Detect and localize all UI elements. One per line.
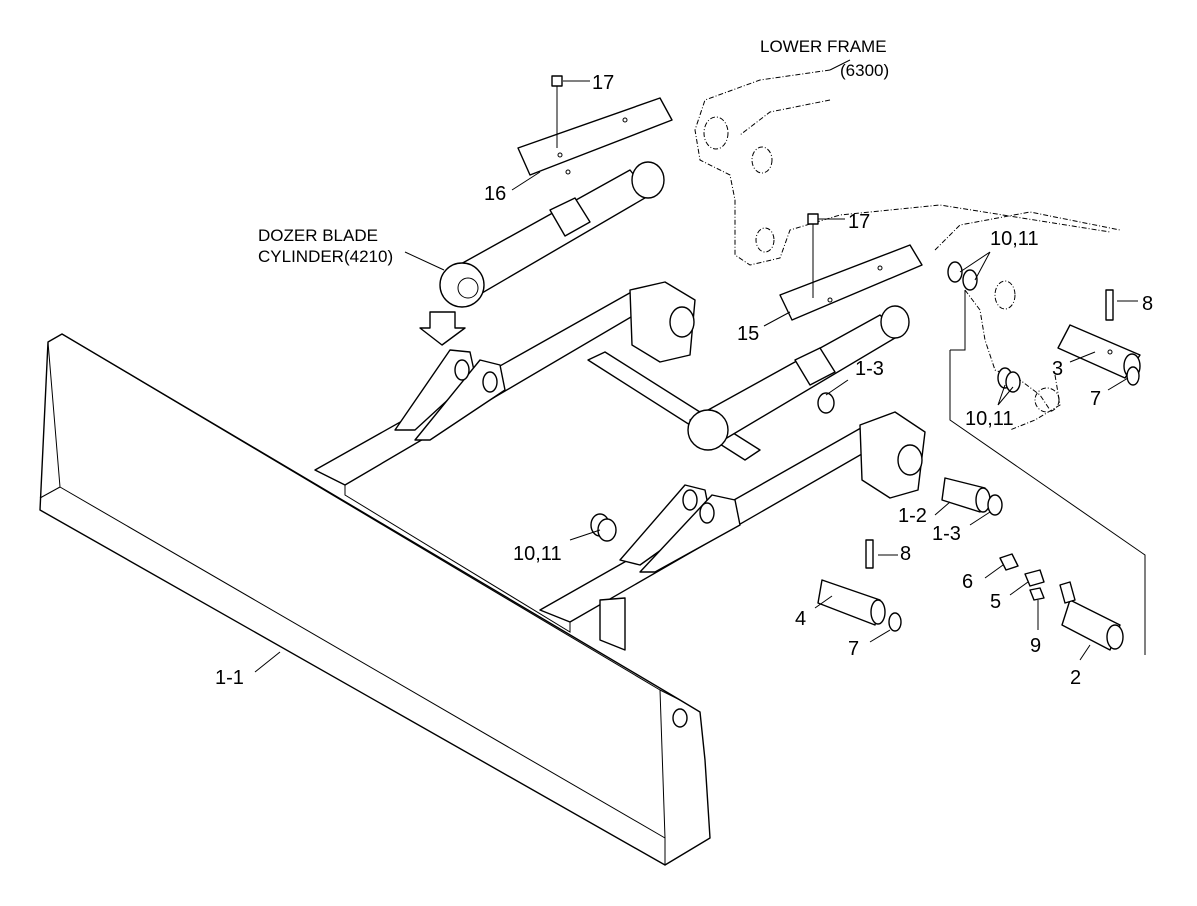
callout-1-1: 1-1 [215, 667, 244, 689]
callout-10-11-a: 10,11 [990, 228, 1039, 250]
leader-lines [254, 59, 1138, 673]
callout-5: 5 [990, 591, 1001, 613]
callout-17-top: 17 [592, 72, 614, 94]
pin-2 [1059, 581, 1124, 651]
lower-frame-label-line1: LOWER FRAME [760, 37, 887, 56]
labels: LOWER FRAME (6300) DOZER BLADE CYLINDER(… [215, 37, 1153, 689]
dozer-cylinder-upper [439, 97, 673, 308]
callout-2: 2 [1070, 667, 1081, 689]
callout-8-a: 8 [1142, 293, 1153, 315]
cylinder-label-line1: DOZER BLADE [258, 226, 378, 245]
pin-4 [817, 579, 886, 626]
callout-10-11-b: 10,11 [965, 408, 1014, 430]
dozer-cylinder-lower [687, 244, 923, 451]
callout-10-11-c: 10,11 [513, 543, 562, 565]
callout-16: 16 [484, 183, 506, 205]
callout-6: 6 [962, 571, 973, 593]
callout-17-mid: 17 [848, 211, 870, 233]
callout-4: 4 [795, 608, 806, 630]
rings [590, 261, 1140, 632]
callout-1-3-a: 1-3 [855, 358, 884, 380]
bushing-1-2 [941, 477, 991, 513]
lower-frame-label-line2: (6300) [840, 61, 889, 80]
dozer-blade [39, 333, 711, 866]
cylinder-lugs-left [394, 349, 506, 441]
bolts [419, 75, 1045, 601]
pins-8 [865, 289, 1114, 569]
cylinder-label-line2: CYLINDER(4210) [258, 247, 393, 266]
callout-1-3-b: 1-3 [932, 523, 961, 545]
cylinder-lugs-right [619, 484, 741, 573]
callout-7-b: 7 [848, 638, 859, 660]
callout-15: 15 [737, 323, 759, 345]
callout-7-a: 7 [1090, 388, 1101, 410]
lower-frame-outline [694, 69, 1146, 655]
callout-8-b: 8 [900, 543, 911, 565]
callout-1-2: 1-2 [898, 505, 927, 527]
callout-3: 3 [1052, 358, 1063, 380]
callout-9: 9 [1030, 635, 1041, 657]
